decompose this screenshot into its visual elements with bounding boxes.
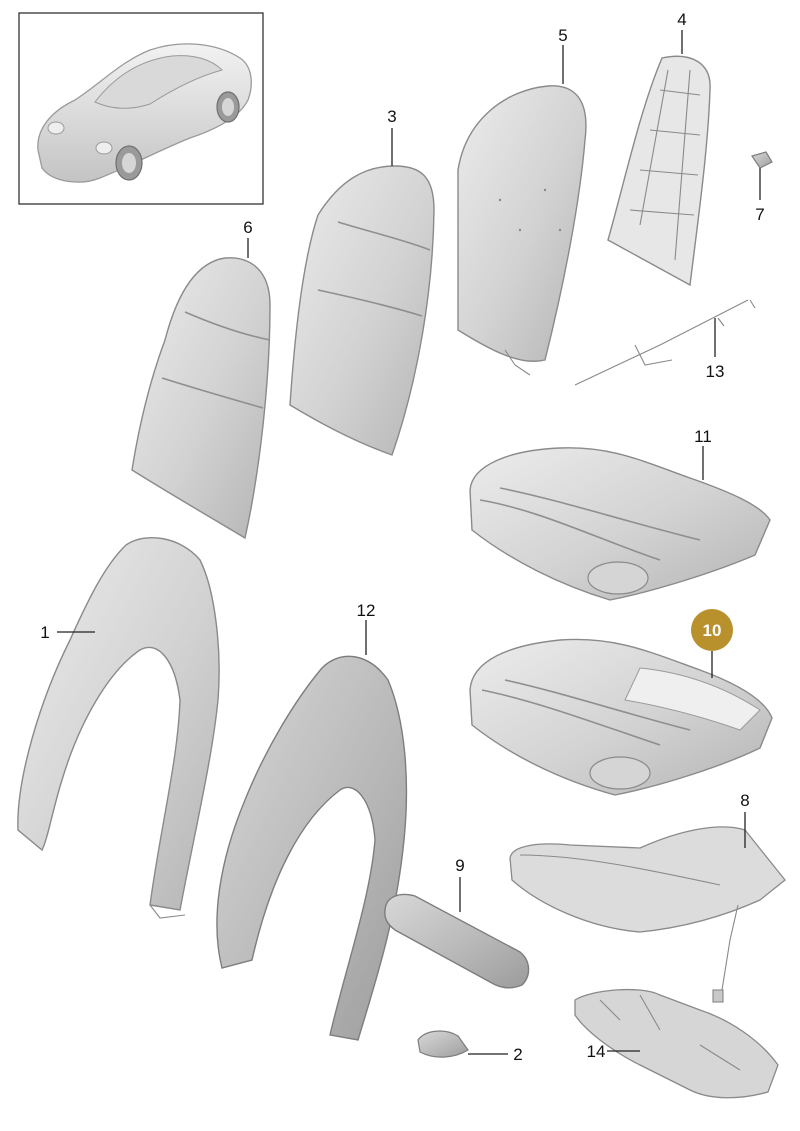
callout-5: 5 (558, 26, 567, 45)
part-11-seat-cushion-cover (469, 447, 771, 601)
leader-lines (57, 30, 761, 1055)
part-4-backrest-frame (607, 55, 711, 287)
part-5-backrest-panel (457, 85, 587, 376)
callout-8: 8 (740, 791, 749, 810)
part-7-clip (751, 151, 773, 169)
vehicle-thumbnail (18, 12, 264, 205)
part-2-bracket (417, 1030, 469, 1058)
callout-7: 7 (755, 205, 764, 224)
part-6-backrest-cover (131, 257, 271, 540)
callout-6: 6 (243, 218, 252, 237)
part-8-seat-base-pan (509, 826, 786, 1003)
callout-3: 3 (387, 107, 396, 126)
part-3-backrest-cushion (289, 165, 435, 456)
part-13-wiring-harness (574, 299, 756, 386)
part-1-side-bolster (17, 537, 220, 919)
callout-13: 13 (706, 362, 725, 381)
part-9-thigh-support (384, 893, 530, 989)
callout-10: 10 (703, 621, 722, 640)
part-14-seat-frame-tray (574, 988, 779, 1099)
part-12-side-bolster-cover (216, 655, 408, 1041)
callout-4: 4 (677, 10, 686, 29)
car-illustration (37, 43, 252, 183)
callout-numbers: 1 2 3 4 5 6 7 8 9 10 11 12 13 14 (40, 10, 764, 1064)
callout-14: 14 (587, 1042, 606, 1061)
callout-2: 2 (513, 1045, 522, 1064)
callout-11: 11 (694, 427, 712, 446)
callout-10-badge (691, 609, 733, 651)
part-10-seat-cushion (469, 638, 773, 796)
callout-9: 9 (455, 856, 464, 875)
callout-1: 1 (40, 623, 49, 642)
callout-12: 12 (357, 601, 376, 620)
